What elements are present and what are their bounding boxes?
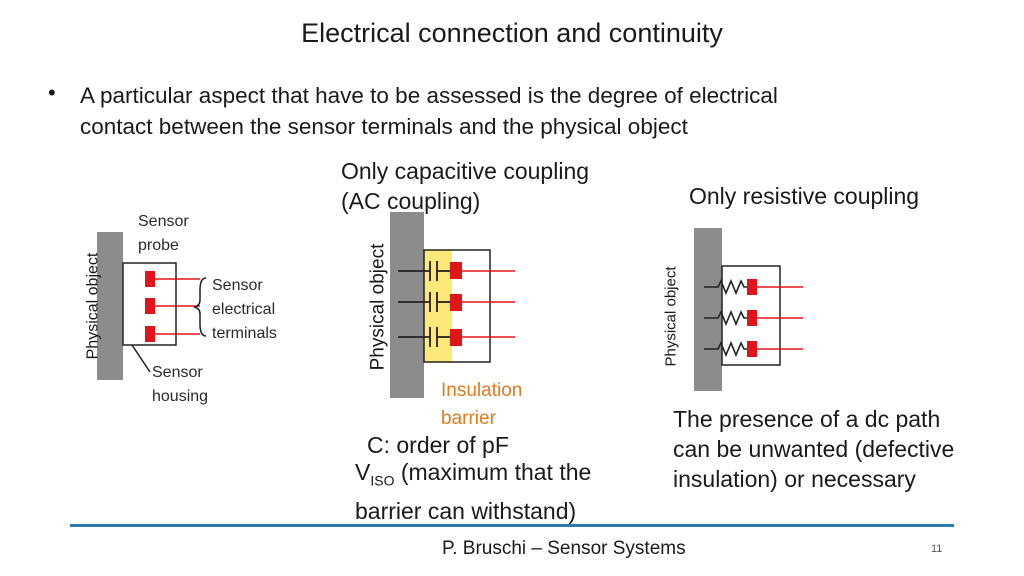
mid-insulation-barrier	[424, 250, 452, 362]
mid-note-viso-line1: VISO (maximum that the	[355, 457, 591, 496]
footer-author: P. Bruschi – Sensor Systems	[442, 538, 686, 559]
mid-terminals	[450, 262, 515, 346]
terminals-label-line3: terminals	[212, 325, 277, 342]
right-note-line1: The presence of a dc path	[673, 406, 941, 432]
viso-sub: ISO	[370, 472, 395, 489]
mid-capacitors	[398, 261, 450, 347]
housing-label-line2: housing	[152, 388, 209, 405]
left-physical-object-block	[97, 232, 123, 380]
viso-v: V	[355, 459, 371, 485]
insulation-label-line1: Insulation	[441, 380, 523, 401]
left-housing-label: Sensor housing	[152, 361, 208, 409]
left-terminals-brace	[193, 277, 207, 337]
mid-note-c: C: order of pF	[367, 432, 509, 458]
mid-physical-object-label: Physical object	[367, 243, 389, 371]
page-number: 11	[931, 543, 943, 555]
mid-insulation-label: Insulation barrier	[441, 377, 522, 433]
bullet-line-1: A particular aspect that have to be asse…	[80, 83, 778, 108]
slide-title: Electrical connection and continuity	[301, 18, 723, 48]
housing-label-line1: Sensor	[152, 364, 203, 381]
bullet-line-2: contact between the sensor terminals and…	[80, 114, 688, 139]
right-note-line2: can be unwanted (defective	[673, 436, 955, 462]
mid-physical-object-block	[390, 212, 424, 398]
sensor-probe-label-line2: probe	[138, 237, 179, 254]
bullet-marker: •	[48, 80, 56, 105]
insulation-label-line2: barrier	[441, 408, 496, 429]
mid-heading-line1: Only capacitive coupling	[341, 158, 590, 184]
viso-rest: (maximum that the	[394, 459, 592, 485]
right-heading: Only resistive coupling	[689, 183, 920, 209]
bullet-text: A particular aspect that have to be asse…	[80, 80, 920, 142]
terminals-label-line2: electrical	[212, 301, 276, 318]
mid-sensor-box	[423, 249, 491, 363]
right-terminals	[747, 279, 803, 357]
right-resistors	[704, 278, 748, 358]
mid-heading: Only capacitive coupling (AC coupling)	[341, 156, 589, 216]
right-physical-object-label: Physical object	[662, 266, 680, 367]
mid-note-viso: VISO (maximum that the barrier can withs…	[355, 457, 591, 526]
left-housing-pointer	[131, 344, 151, 373]
left-sensor-probe-label: Sensor probe	[138, 210, 189, 258]
mid-heading-line2: (AC coupling)	[341, 188, 481, 214]
right-note-line3: insulation) or necessary	[673, 466, 916, 492]
mid-note-viso-line2: barrier can withstand)	[355, 497, 577, 524]
sensor-probe-label-line1: Sensor	[138, 213, 189, 230]
right-note: The presence of a dc path can be unwante…	[673, 404, 954, 494]
left-physical-object-label: Physical object	[84, 252, 102, 360]
left-terminals	[145, 271, 200, 342]
terminals-label-line1: Sensor	[212, 277, 263, 294]
right-physical-object-block	[694, 228, 722, 391]
footer-divider	[70, 524, 954, 527]
left-terminals-label: Sensor electrical terminals	[212, 274, 277, 346]
